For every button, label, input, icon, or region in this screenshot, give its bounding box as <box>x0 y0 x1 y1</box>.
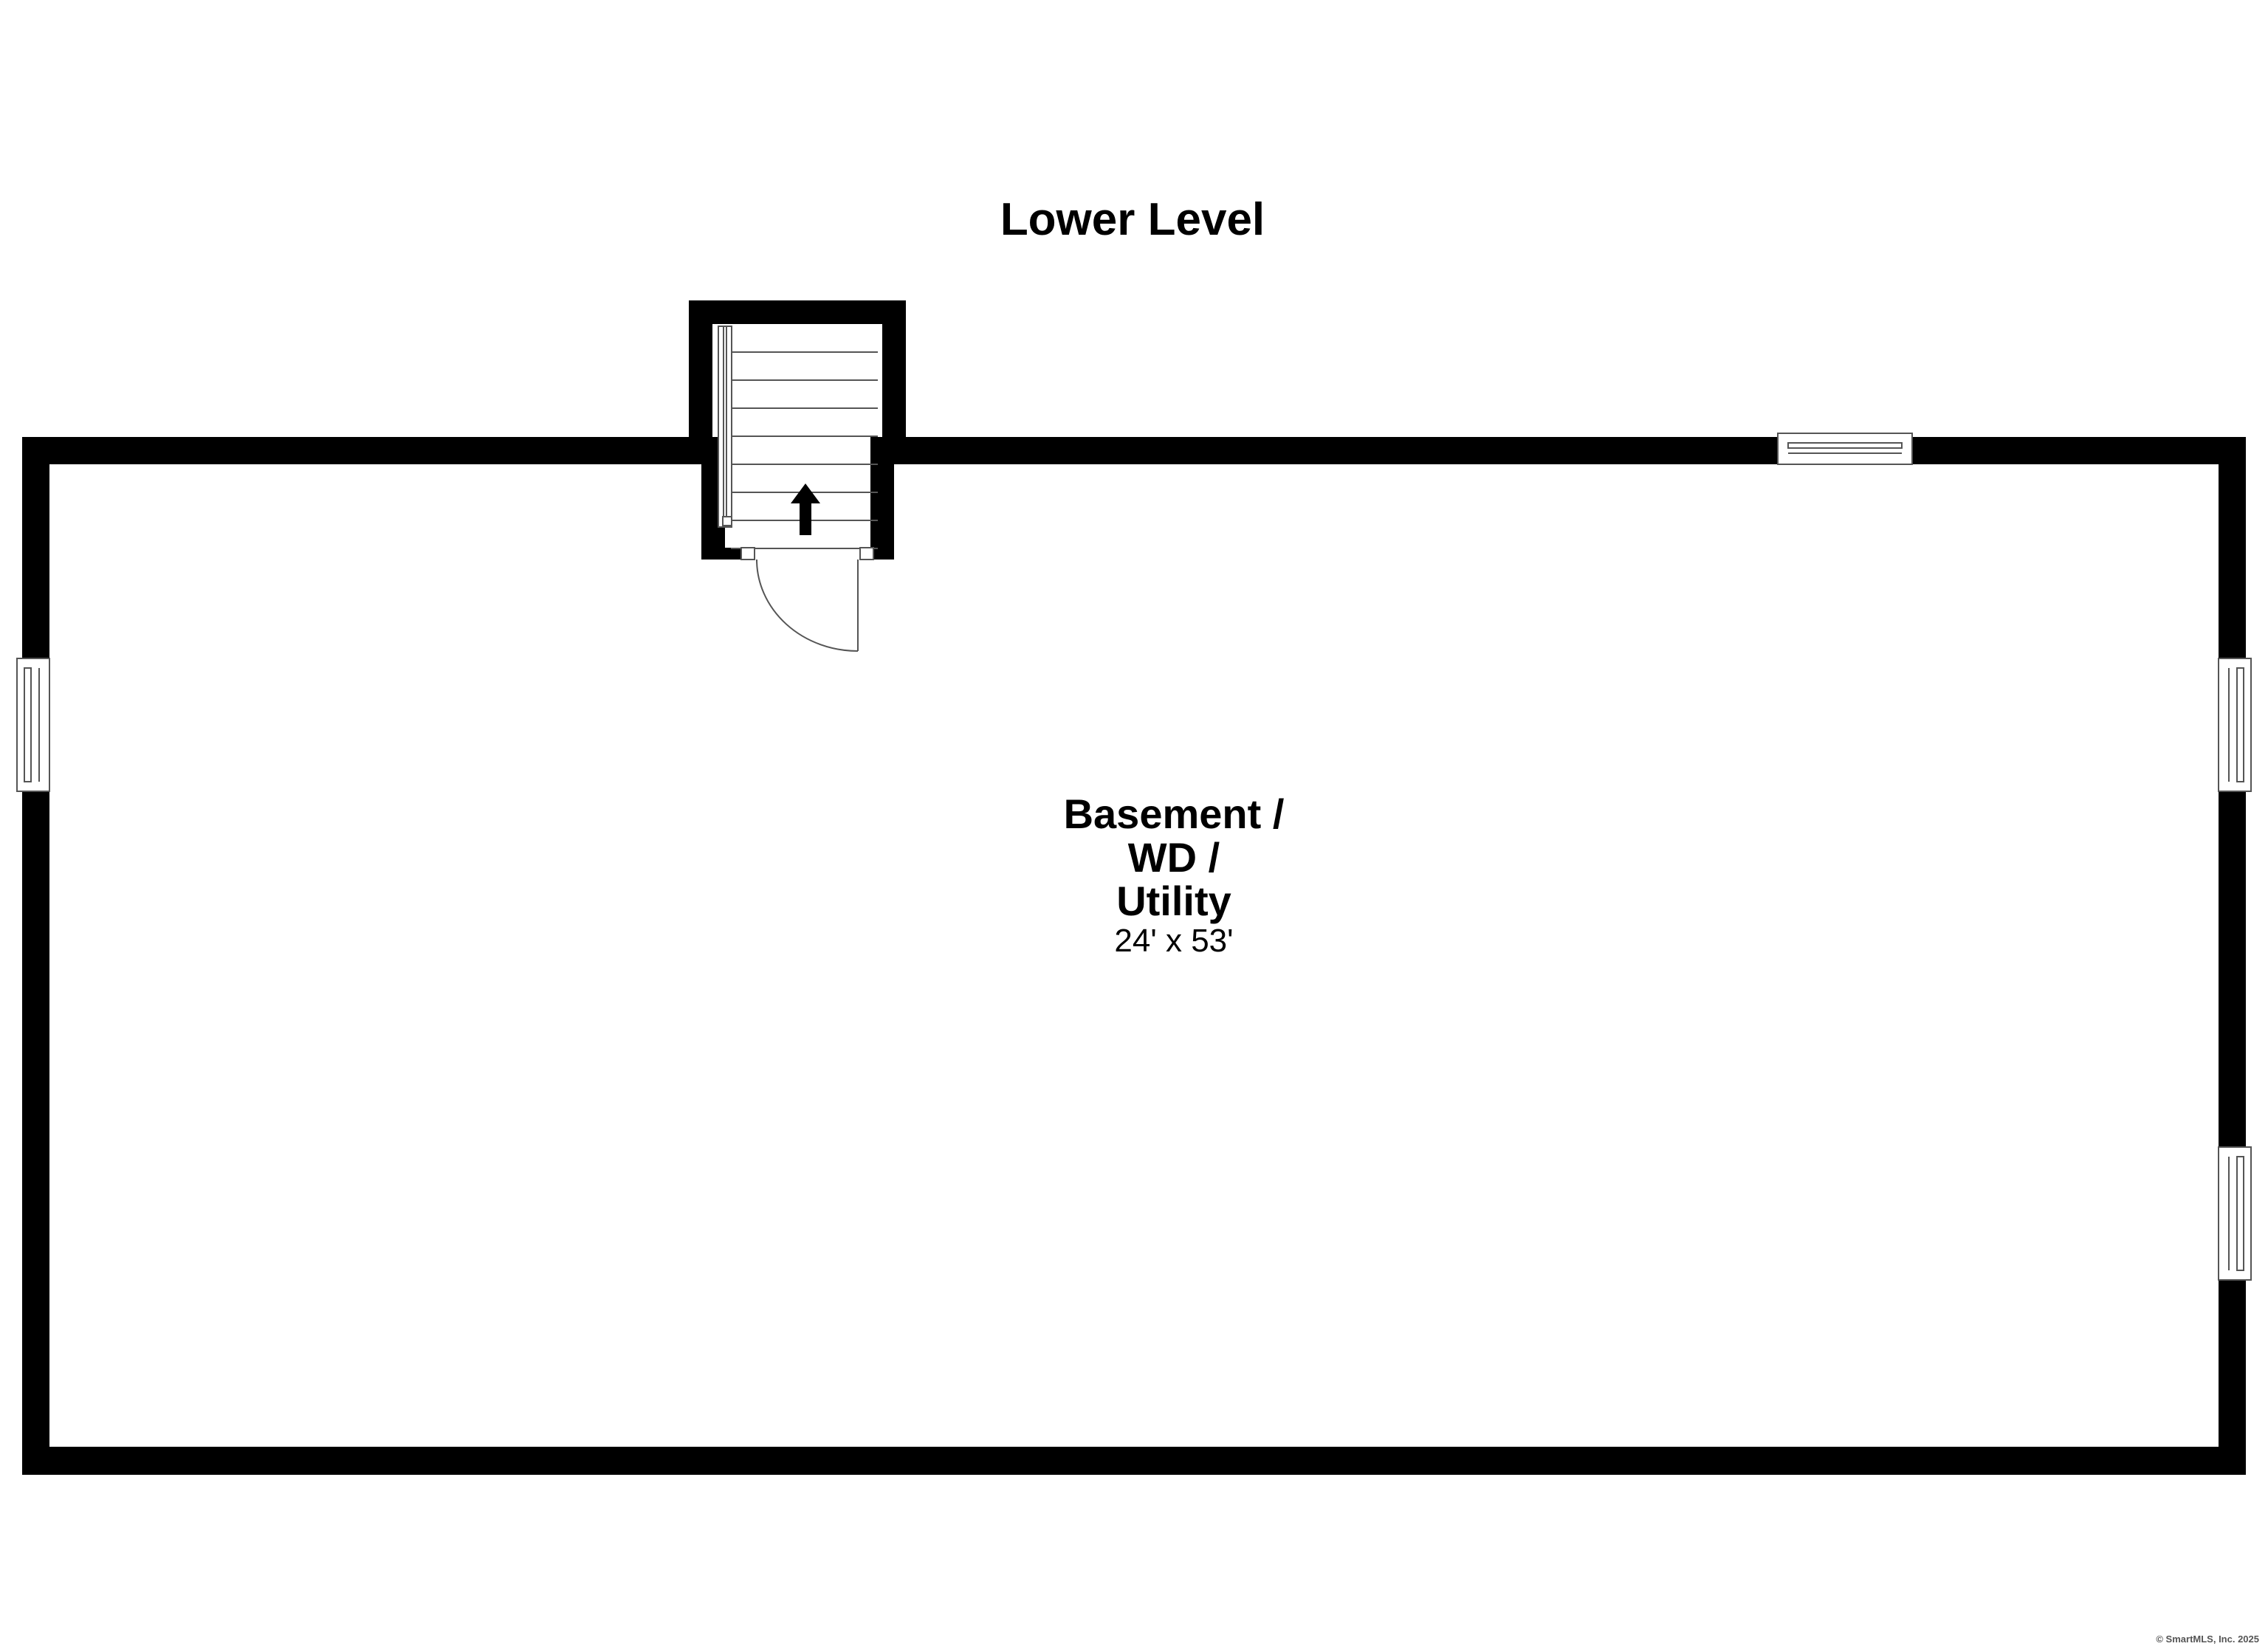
copyright-text: © SmartMLS, Inc. 2025 <box>2156 1633 2259 1645</box>
window-right-wall-upper <box>2218 658 2252 792</box>
room-dimensions: 24' x 53' <box>1114 923 1233 959</box>
stair-handrail <box>718 326 732 528</box>
window-top-right <box>1777 433 1913 465</box>
room-label: Basement / WD / Utility 24' x 53' <box>1064 791 1285 959</box>
room-name-line-1: Basement / <box>1064 791 1285 837</box>
room-name-line-2: WD / <box>1128 834 1220 881</box>
arrow-up-icon <box>791 483 820 535</box>
window-right-wall-lower <box>2218 1146 2252 1281</box>
stairwell-door <box>740 547 874 652</box>
floor-title: Lower Level <box>1000 194 1265 245</box>
room-name-line-3: Utility <box>1116 878 1231 924</box>
window-left-wall <box>16 658 50 792</box>
